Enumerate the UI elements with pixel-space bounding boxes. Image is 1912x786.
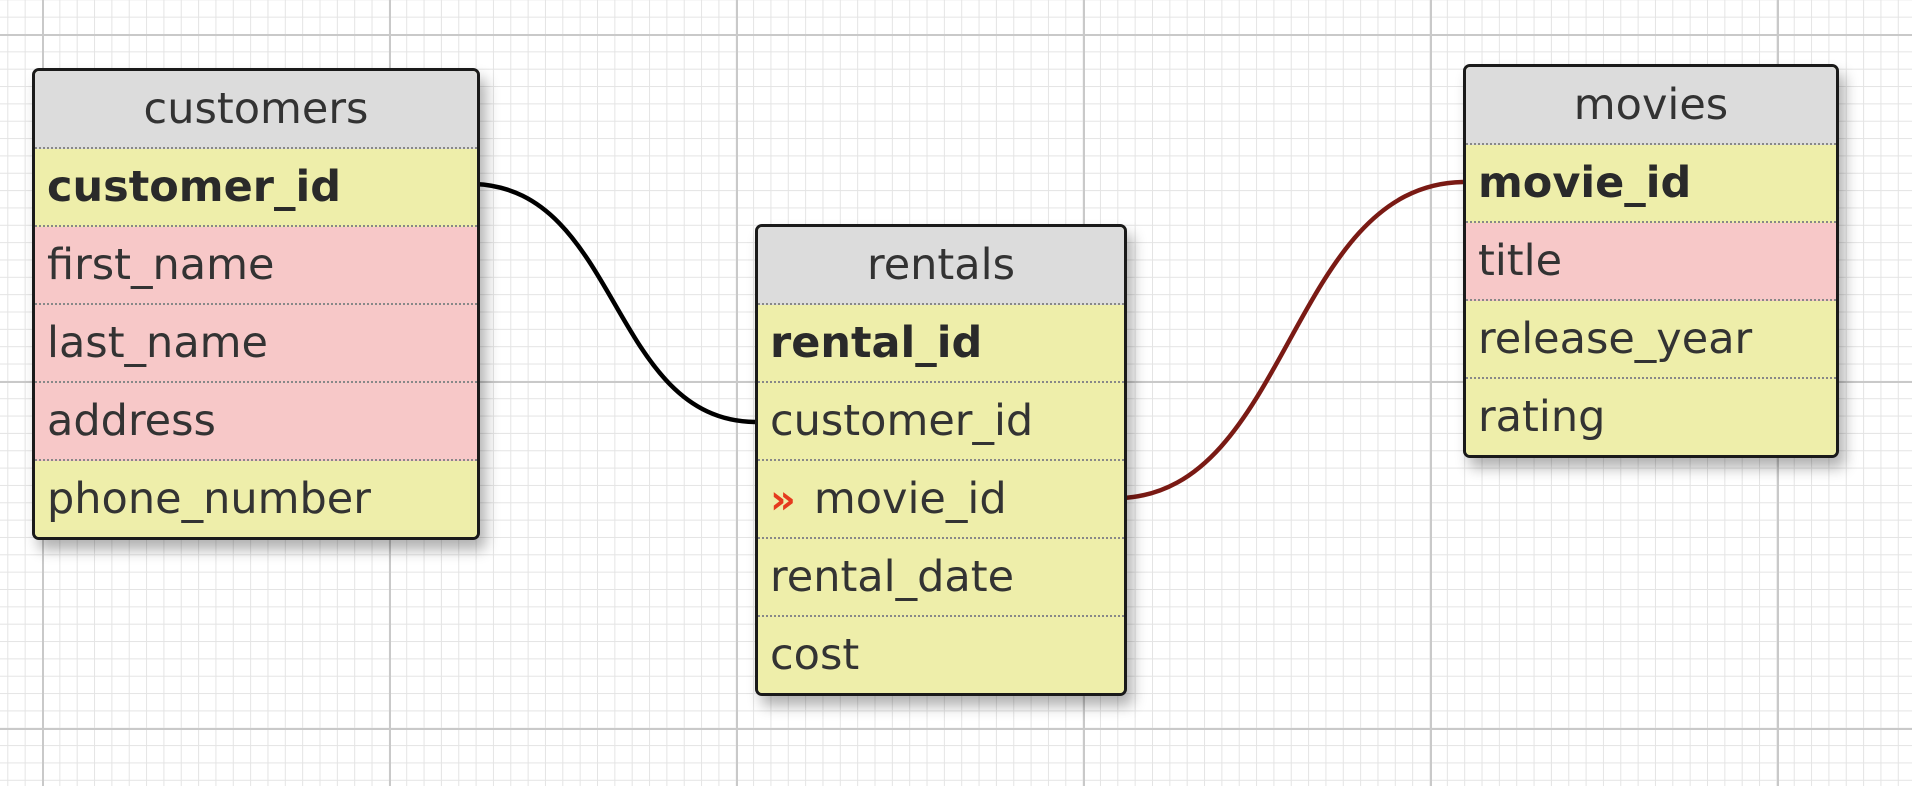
field-title[interactable]: title bbox=[1466, 223, 1836, 301]
field-label: movie_id bbox=[813, 474, 1007, 524]
connector-movies-rentals[interactable] bbox=[1121, 179, 1464, 501]
field-cost[interactable]: cost bbox=[758, 617, 1124, 693]
connector-customers-rentals[interactable] bbox=[474, 181, 756, 425]
field-movie-id[interactable]: movie_id bbox=[1466, 145, 1836, 223]
field-release-year[interactable]: release_year bbox=[1466, 301, 1836, 379]
field-rental-date[interactable]: rental_date bbox=[758, 539, 1124, 617]
table-header[interactable]: customers bbox=[35, 71, 477, 149]
foreign-key-double-chevron-icon: » bbox=[770, 477, 796, 523]
field-phone-number[interactable]: phone_number bbox=[35, 461, 477, 537]
field-address[interactable]: address bbox=[35, 383, 477, 461]
table-header[interactable]: rentals bbox=[758, 227, 1124, 305]
field-customer-id[interactable]: customer_id bbox=[758, 383, 1124, 461]
field-customer-id[interactable]: customer_id bbox=[35, 149, 477, 227]
field-last-name[interactable]: last_name bbox=[35, 305, 477, 383]
table-customers[interactable]: customers customer_id first_name last_na… bbox=[32, 68, 480, 540]
field-first-name[interactable]: first_name bbox=[35, 227, 477, 305]
table-rentals[interactable]: rentals rental_id customer_id »movie_id … bbox=[755, 224, 1127, 696]
field-rating[interactable]: rating bbox=[1466, 379, 1836, 455]
table-header[interactable]: movies bbox=[1466, 67, 1836, 145]
field-movie-id[interactable]: » movie_id bbox=[758, 461, 1124, 539]
field-rental-id[interactable]: rental_id bbox=[758, 305, 1124, 383]
table-movies[interactable]: movies movie_id title release_year ratin… bbox=[1463, 64, 1839, 458]
